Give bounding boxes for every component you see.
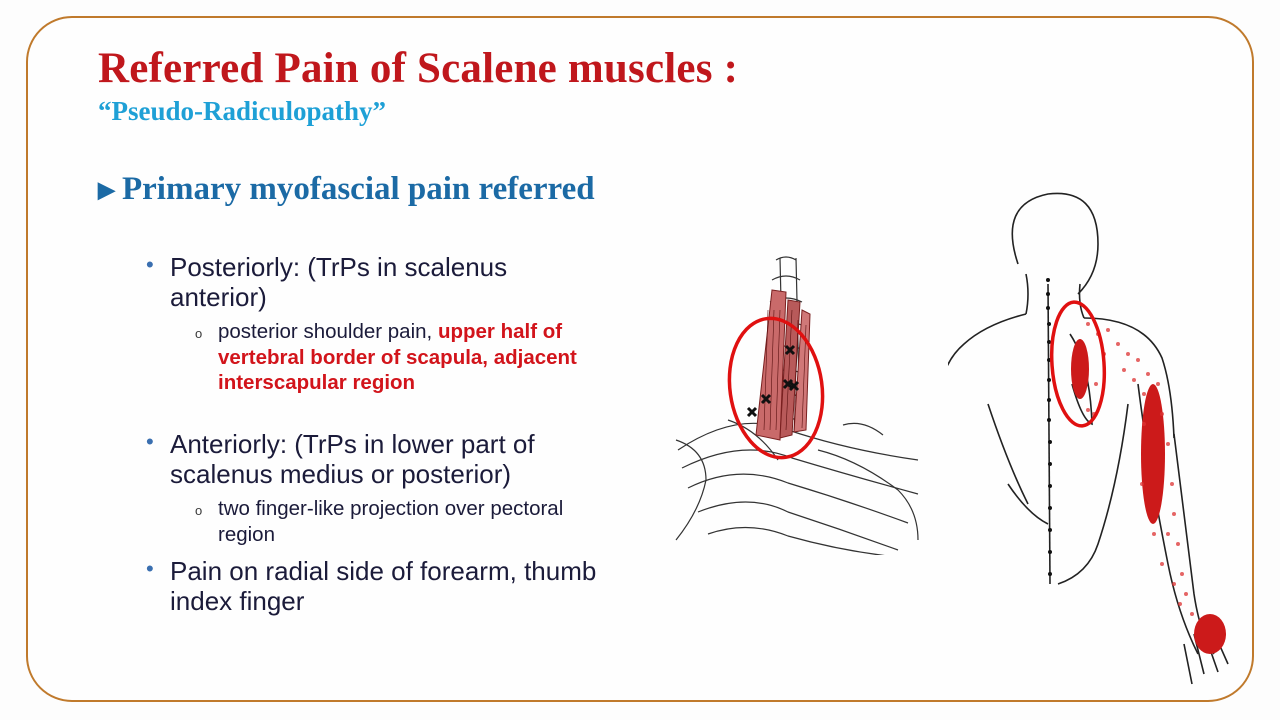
ring-icon: o bbox=[195, 503, 203, 518]
bullet-text: Pain on radial side of forearm, thumb in… bbox=[170, 556, 597, 616]
scalene-muscles-illustration bbox=[675, 256, 919, 555]
primary-bullet: ▶ Primary myofascial pain referred bbox=[98, 172, 618, 207]
bullet-anteriorly: • Anteriorly: (TrPs in lower part of sca… bbox=[146, 429, 610, 489]
ring-icon: o bbox=[195, 326, 203, 341]
bullet-posteriorly: • Posteriorly: (TrPs in scalenus anterio… bbox=[146, 252, 610, 312]
sub-bullet-text: posterior shoulder pain, bbox=[218, 320, 438, 343]
sub-bullet-pectoral: o two finger-like projection over pector… bbox=[195, 496, 578, 547]
dot-icon: • bbox=[146, 252, 154, 277]
bullet-radial-forearm: • Pain on radial side of forearm, thumb … bbox=[146, 556, 610, 616]
sub-bullet-emphasis: upper half of vertebral border of scapul… bbox=[218, 320, 577, 394]
slide-subtitle: “Pseudo-Radiculopathy” bbox=[98, 96, 387, 126]
primary-bullet-text: Primary myofascial pain referred bbox=[122, 171, 595, 207]
slide-title: Referred Pain of Scalene muscles : bbox=[98, 45, 739, 92]
triangle-right-icon: ▶ bbox=[98, 177, 115, 202]
dot-icon: • bbox=[146, 429, 154, 454]
sub-bullet-posterior-shoulder: o posterior shoulder pain, upper half of… bbox=[195, 319, 578, 396]
bullet-text: Posteriorly: (TrPs in scalenus anterior) bbox=[170, 252, 508, 312]
bullet-text: Anteriorly: (TrPs in lower part of scale… bbox=[170, 429, 535, 489]
sub-bullet-text: two finger-like projection over pectoral… bbox=[218, 497, 564, 546]
dot-icon: • bbox=[146, 556, 154, 581]
referred-pain-pattern-illustration bbox=[948, 192, 1229, 685]
